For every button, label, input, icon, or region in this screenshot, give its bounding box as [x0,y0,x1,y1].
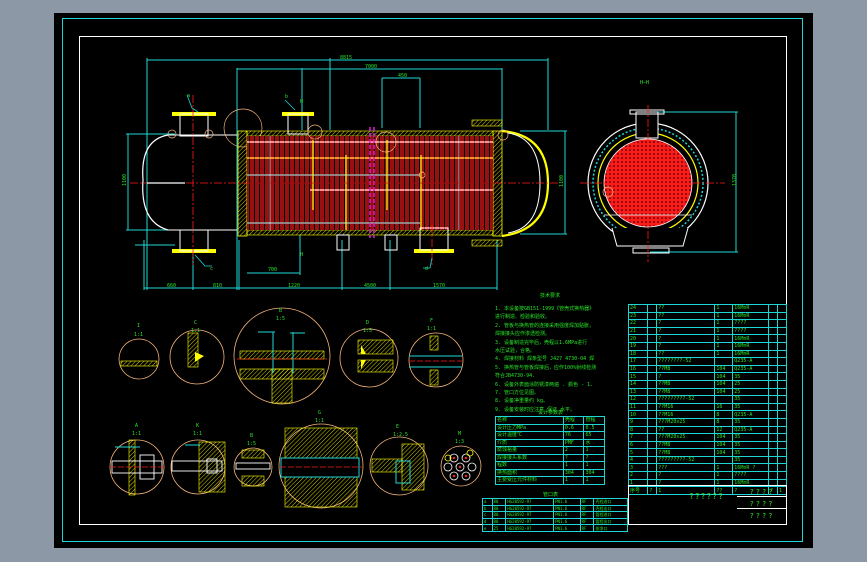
svg-text:E: E [396,424,399,430]
svg-text:1100: 1100 [559,175,565,187]
technical-notes: 1. 本设备按GB151-1999《管壳式换热器》 进行制造、检验和验收。2. … [495,306,597,413]
details-row-1 [118,307,464,405]
drawing-name: ?????? [689,492,724,501]
svg-text:G: G [318,410,321,416]
svg-text:450: 450 [398,73,407,79]
svg-text:D: D [366,320,369,326]
svg-text:1:1: 1:1 [191,328,200,334]
outer-border [62,18,803,542]
svg-text:b: b [285,94,288,100]
svg-text:1:1: 1:1 [193,431,202,437]
dimension-lines [126,58,738,290]
svg-text:1220: 1220 [288,283,300,289]
svg-text:1570: 1570 [433,283,445,289]
svg-text:7000: 7000 [365,64,377,70]
svg-text:1:3: 1:3 [455,439,464,445]
inner-border [79,36,787,525]
svg-text:B: B [279,308,282,314]
svg-text:1:1: 1:1 [132,431,141,437]
svg-text:1100: 1100 [122,174,128,186]
spec-table-title: 设计参数表 [538,410,564,416]
svg-text:A: A [135,423,138,429]
svg-text:C: C [194,320,197,326]
svg-text:8815: 8815 [340,55,352,61]
svg-text:660: 660 [167,283,176,289]
svg-text:H—H: H—H [640,80,649,86]
svg-text:B: B [250,433,253,439]
svg-text:1:5: 1:5 [363,328,372,334]
svg-text:H: H [300,99,303,105]
nozzle-table-title: 管口表 [543,492,559,498]
heat-exchanger-elevation [130,94,560,269]
svg-text:1:1: 1:1 [427,326,436,332]
svg-text:a: a [187,93,190,99]
svg-text:F: F [430,318,433,324]
detail-label-i: I [137,323,140,329]
svg-text:K: K [196,423,199,429]
title-block: ?????? ???? ???? ???? [628,485,787,525]
svg-text:810: 810 [213,283,222,289]
svg-text:1:2.5: 1:2.5 [393,432,408,438]
svg-text:H: H [300,252,303,258]
svg-text:1:1: 1:1 [315,418,324,424]
svg-text:1:1: 1:1 [134,332,143,338]
svg-text:M: M [458,431,461,437]
svg-text:1:5: 1:5 [247,441,256,447]
svg-text:c: c [210,266,213,272]
notes-title: 技术要求 [540,293,561,299]
section-view-h-h [580,105,725,262]
svg-text:1:5: 1:5 [276,316,285,322]
svg-text:1370: 1370 [732,174,738,186]
svg-text:700: 700 [268,267,277,273]
svg-text:4500: 4500 [364,283,376,289]
svg-text:d: d [425,266,428,272]
